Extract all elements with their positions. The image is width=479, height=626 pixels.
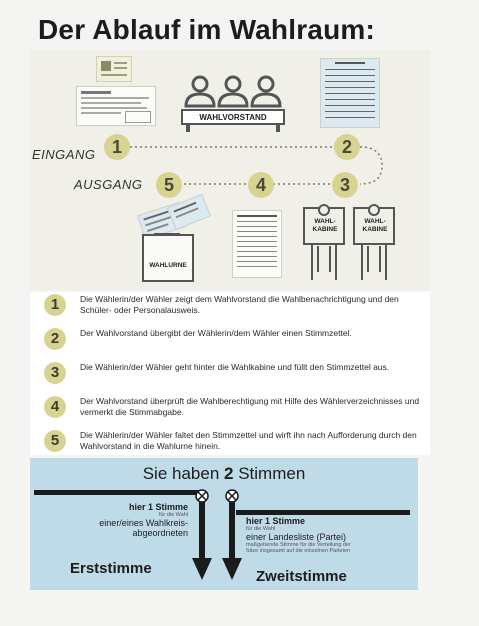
flow-diagram: WAHLVORSTAND EINGANG AUSGANG 1	[30, 50, 430, 290]
entrance-label: EINGANG	[32, 147, 96, 162]
notification-card-illustration	[76, 86, 156, 126]
step-text: Die Wählerin/der Wähler faltet den Stimm…	[80, 430, 417, 451]
votes-heading-pre: Sie haben	[142, 464, 220, 483]
votes-heading-post: Stimmen	[238, 464, 306, 483]
step-number: 3	[44, 362, 66, 384]
booth-2-label: WAHL- KABINE	[362, 218, 388, 233]
flow-step-2-badge: 2	[334, 134, 360, 160]
first-vote-arrow	[192, 489, 212, 580]
voter-register-illustration	[320, 58, 380, 128]
step-text: Der Wahlvorstand überprüft die Wahlberec…	[80, 396, 420, 417]
step-number: 4	[44, 396, 66, 418]
first-vote-bar	[34, 490, 200, 495]
first-vote-line4: abgeordneten	[132, 528, 188, 538]
poll-workers-icon	[181, 75, 285, 132]
flow-step-4-badge: 4	[248, 172, 274, 198]
steps-list: 1 Die Wählerin/der Wähler zeigt dem Wahl…	[30, 292, 430, 455]
first-vote-description: hier 1 Stimme für die Wahl einer/eines W…	[48, 502, 188, 538]
step-number: 1	[44, 294, 66, 316]
voting-booths-illustration	[303, 204, 395, 280]
first-vote-line2: für die Wahl	[158, 512, 188, 518]
flow-step-3-badge: 3	[332, 172, 358, 198]
booth-1-label: WAHL- KABINE	[312, 218, 338, 233]
page-title: Der Ablauf im Wahlraum:	[38, 14, 376, 45]
exit-label: AUSGANG	[74, 177, 143, 192]
ballot-box-illustration	[142, 233, 194, 282]
register-document-illustration	[232, 210, 282, 278]
second-vote-line4: maßgebende Stimme für die Verteilung der	[246, 542, 351, 548]
second-vote-line3: einer Landesliste (Partei)	[246, 532, 347, 542]
id-card-illustration	[96, 56, 132, 82]
step-text: Der Wahlvorstand übergibt der Wählerin/d…	[80, 328, 352, 338]
votes-section: Sie haben 2 Stimmen hier 1 Stimme für di…	[30, 458, 418, 590]
second-vote-line2: für die Wahl	[246, 526, 276, 532]
second-vote-label: Zweitstimme	[256, 568, 347, 585]
second-vote-bar	[236, 510, 410, 515]
votes-heading: Sie haben 2 Stimmen	[30, 464, 418, 484]
second-vote-line5: Sitze insgesamt auf die einzelnen Partei…	[246, 548, 350, 554]
first-vote-line3: einer/eines Wahlkreis-	[99, 518, 188, 528]
second-vote-description: hier 1 Stimme für die Wahl einer Landesl…	[246, 516, 412, 554]
step-text: Die Wählerin/der Wähler geht hinter die …	[80, 362, 390, 372]
second-vote-arrow	[222, 489, 242, 580]
ballot-box-label: WAHLURNE	[149, 262, 187, 269]
second-vote-line1: hier 1 Stimme	[246, 516, 306, 526]
flow-step-5-badge: 5	[156, 172, 182, 198]
flow-path	[130, 146, 383, 185]
votes-heading-number: 2	[224, 464, 234, 483]
step-number: 2	[44, 328, 66, 350]
step-number: 5	[44, 430, 66, 452]
first-vote-line1: hier 1 Stimme	[128, 502, 188, 512]
step-text: Die Wählerin/der Wähler zeigt dem Wahlvo…	[80, 294, 399, 315]
flow-step-1-badge: 1	[104, 134, 130, 160]
first-vote-label: Erststimme	[70, 560, 152, 577]
poll-board-label: WAHLVORSTAND	[199, 113, 267, 122]
